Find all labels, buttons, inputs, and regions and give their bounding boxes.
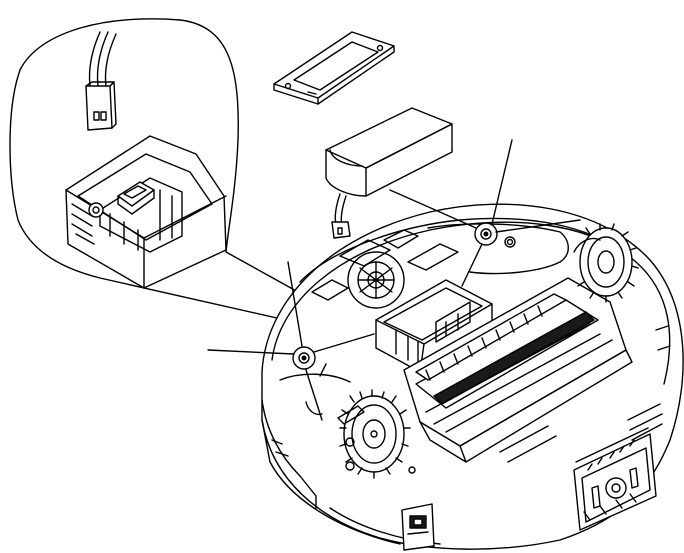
- suction-fan: [348, 252, 404, 308]
- side-brush-upper: [390, 140, 580, 286]
- robot-base: [208, 140, 683, 550]
- rear-panel: [574, 428, 656, 530]
- main-brush-assembly: [404, 278, 632, 462]
- battery-connector-detail: [10, 19, 392, 344]
- battery-pack: [326, 108, 452, 238]
- side-brush-lower: [208, 262, 374, 420]
- compartment-detail: [66, 136, 226, 288]
- screw-icon: [89, 203, 103, 217]
- power-switch-icon: [402, 504, 434, 550]
- right-wheel: [574, 224, 638, 302]
- battery-cover: [274, 32, 394, 104]
- indicator-light: [505, 237, 515, 247]
- connector-plug-icon: [86, 82, 116, 130]
